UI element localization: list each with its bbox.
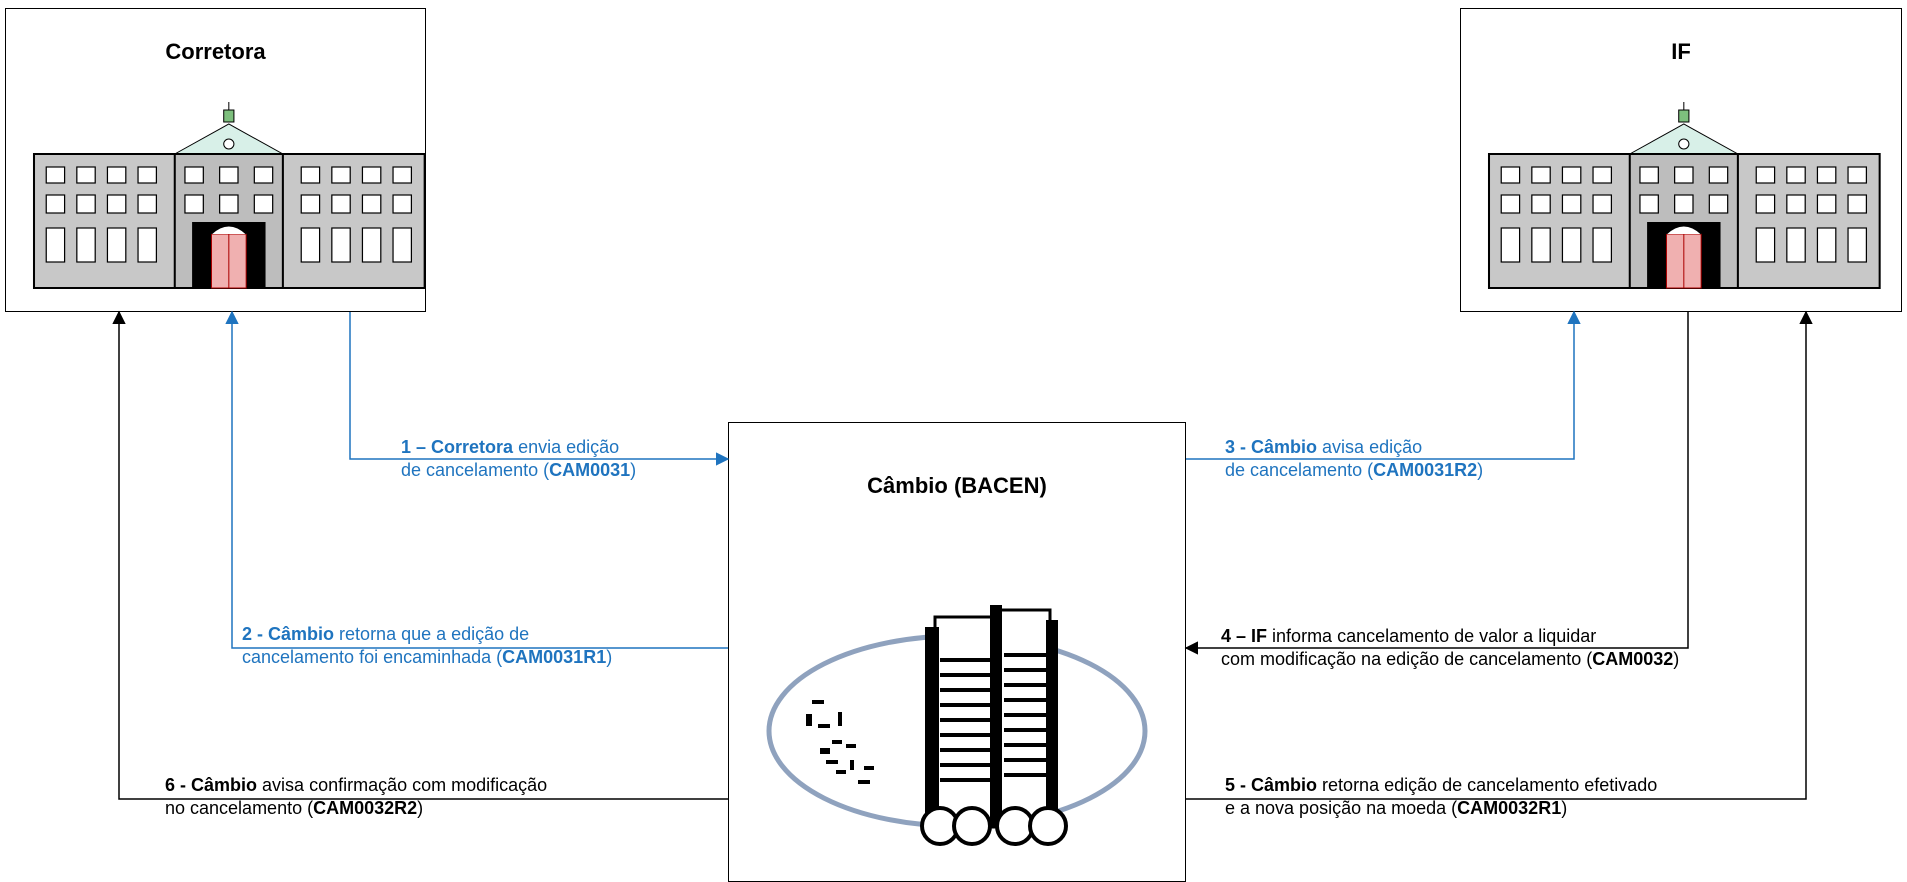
flow-line-5 — [1186, 310, 1813, 800]
node-title: Câmbio (BACEN) — [867, 473, 1047, 498]
flow-line-6 — [112, 310, 728, 800]
flow-label-3: 3 - Câmbio avisa edição de cancelamento … — [1225, 437, 1484, 480]
building-icon — [1487, 100, 1881, 290]
central-bank-tower-icon — [766, 605, 1148, 846]
flow-line-1 — [349, 312, 730, 466]
flow-label-2: 2 - Câmbio retorna que a edição de cance… — [242, 624, 613, 667]
node-title: IF — [1671, 39, 1691, 64]
flow-label-6: 6 - Câmbio avisa confirmação com modific… — [165, 775, 548, 818]
flow-line-3 — [1186, 310, 1581, 460]
flow-label-4: 4 – IF informa cancelamento de valor a l… — [1221, 626, 1680, 669]
flow-line-4 — [1184, 312, 1689, 655]
flow-line-2 — [225, 310, 728, 649]
node-title: Corretora — [165, 39, 266, 64]
flow-label-5: 5 - Câmbio retorna edição de cancelament… — [1225, 775, 1658, 818]
flow-label-1: 1 – Corretora envia edição de cancelamen… — [401, 437, 637, 480]
building-icon — [32, 100, 426, 290]
